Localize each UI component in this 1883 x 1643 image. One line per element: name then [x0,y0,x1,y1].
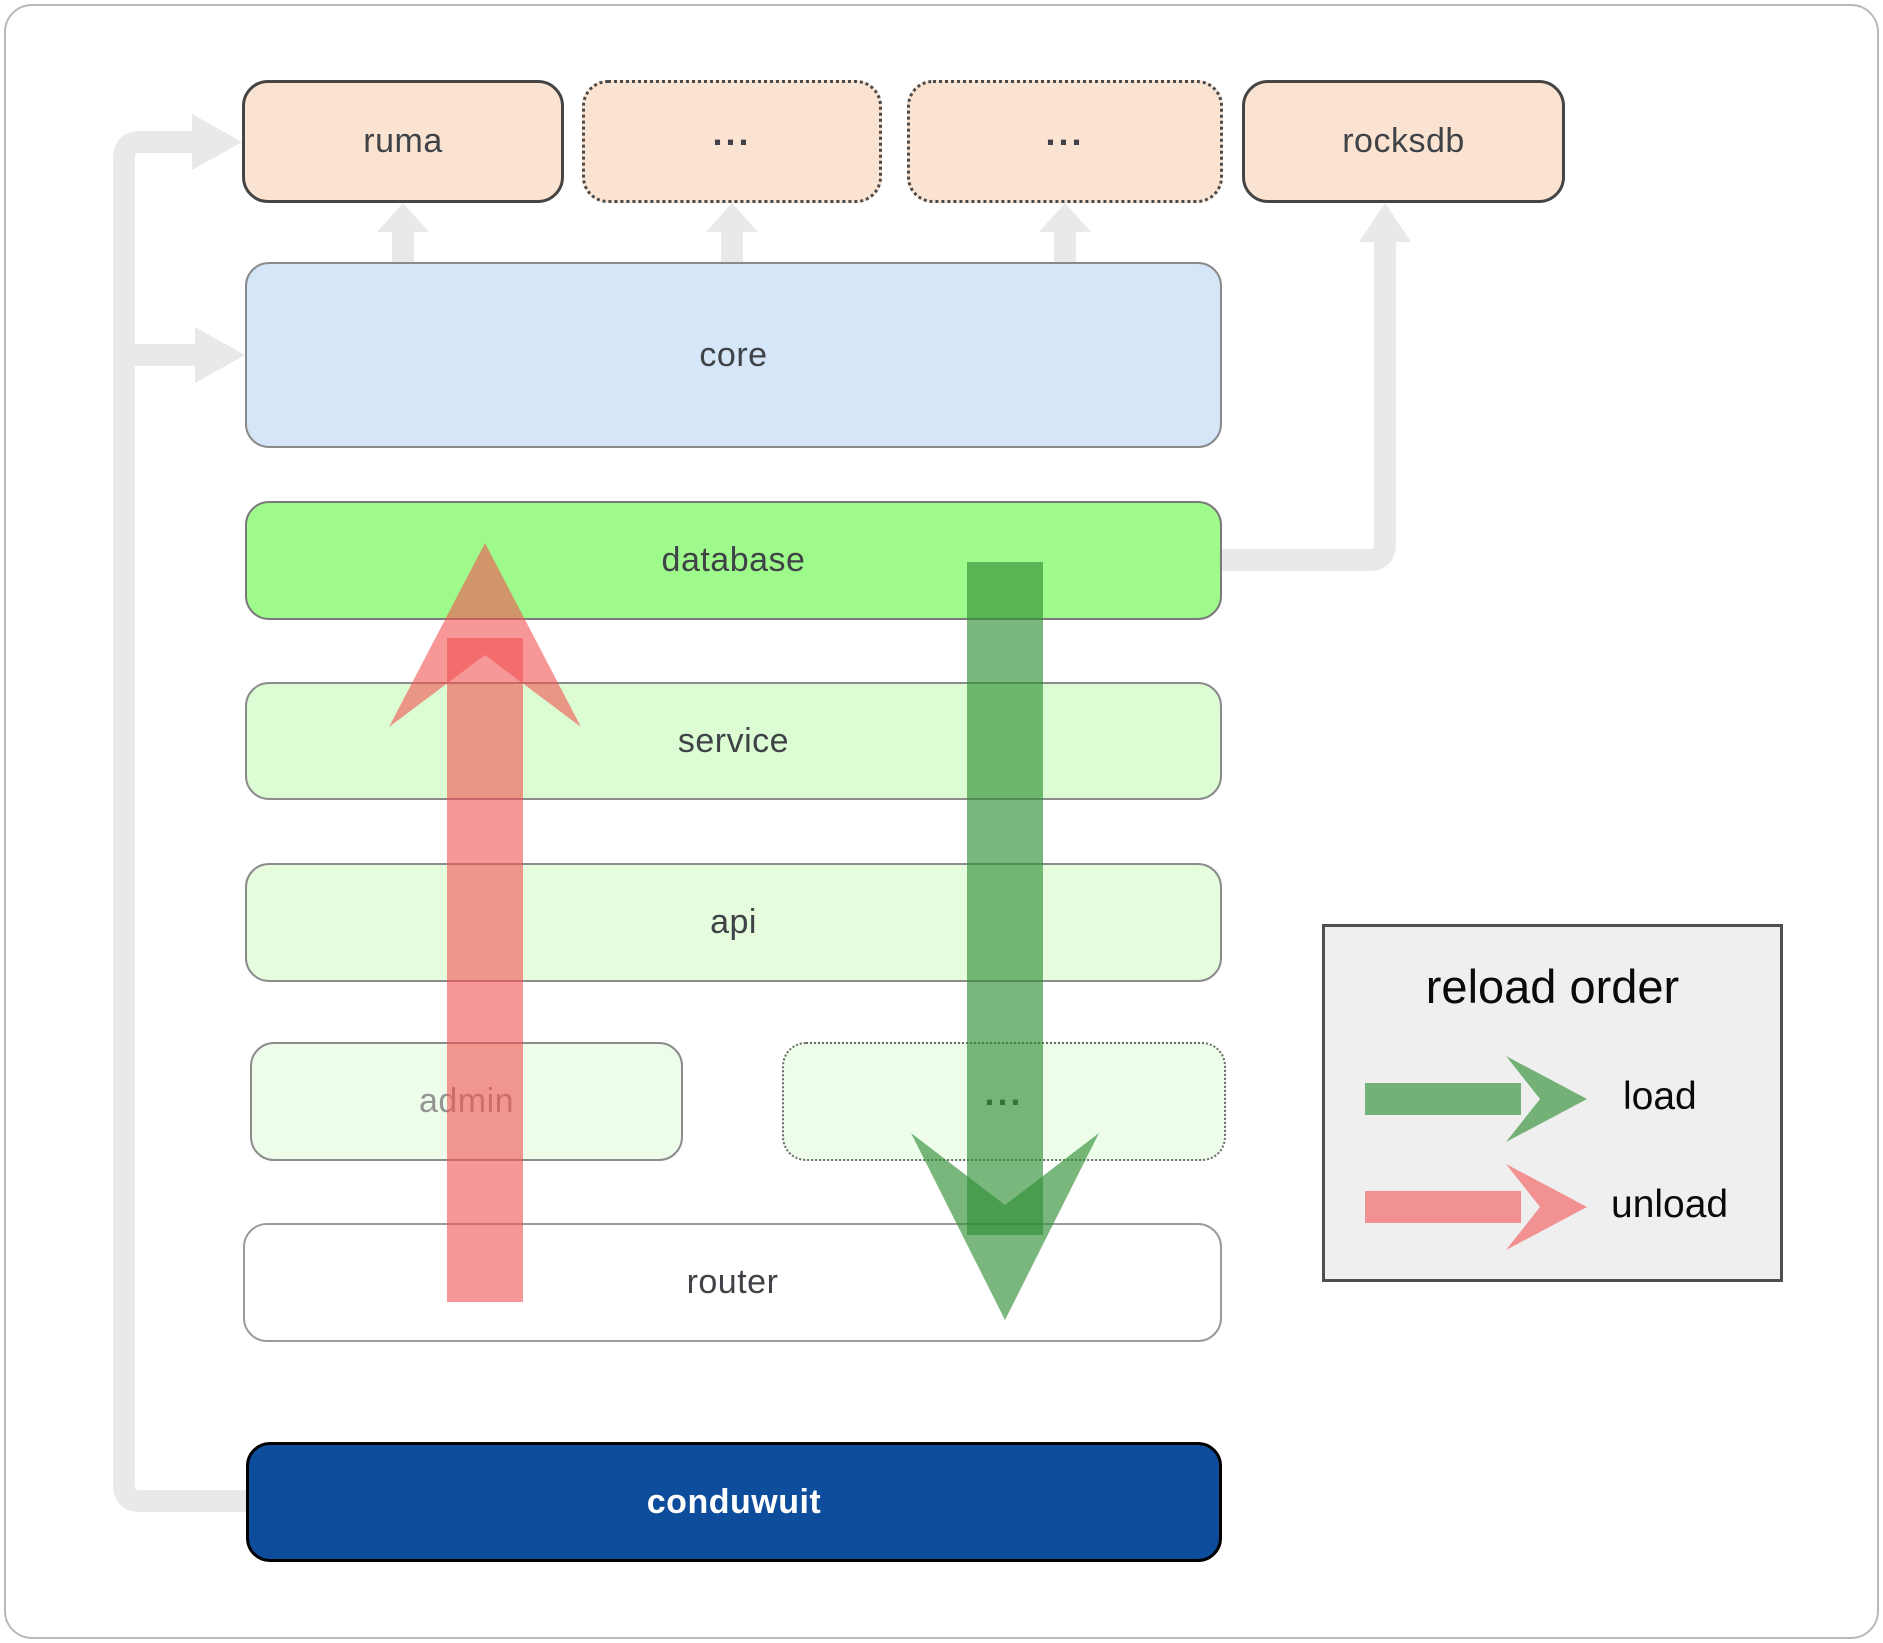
arrowhead-core-ruma-icon [377,203,429,232]
node-label: admin [418,1082,515,1120]
node-admin-ellipsis: ... [782,1042,1226,1161]
node-label: router [686,1263,779,1301]
node-label: ... [1045,111,1085,153]
legend-unload-label: unload [1611,1183,1729,1226]
node-label: database [661,541,806,579]
node-ellipsis-1: ... [582,80,882,203]
node-label: rocksdb [1342,122,1465,160]
node-label: core [699,335,768,374]
node-conduwuit: conduwuit [246,1442,1222,1562]
node-ellipsis-2: ... [907,80,1223,203]
node-label: ... [984,1071,1024,1113]
arrowhead-to-ruma-icon [192,114,242,170]
node-ruma: ruma [242,80,564,203]
arrowhead-to-rocksdb-icon [1359,203,1411,242]
node-label: ruma [363,122,443,160]
node-router: router [243,1223,1222,1342]
legend: reload order load unload [1322,924,1783,1282]
node-label: ... [712,111,752,153]
node-rocksdb: rocksdb [1242,80,1565,203]
connector-conduwuit-to-ruma [113,131,246,1512]
legend-load-label: load [1623,1075,1697,1118]
node-label: conduwuit [646,1482,822,1521]
legend-load-arrow-icon [1365,1056,1587,1142]
connector-database-to-rocksdb [1222,242,1396,571]
node-service: service [245,682,1222,800]
node-label: api [710,903,757,941]
arrowhead-core-ellipsis1-icon [706,203,758,232]
node-label: service [677,721,790,760]
arrowhead-core-ellipsis2-icon [1039,203,1091,232]
node-api: api [245,863,1222,982]
node-admin: admin [250,1042,683,1161]
legend-unload-arrow-icon [1365,1164,1587,1250]
node-database: database [245,501,1222,620]
arrowhead-to-core-icon [195,327,245,383]
legend-title: reload order [1425,960,1680,1013]
node-core: core [245,262,1222,448]
